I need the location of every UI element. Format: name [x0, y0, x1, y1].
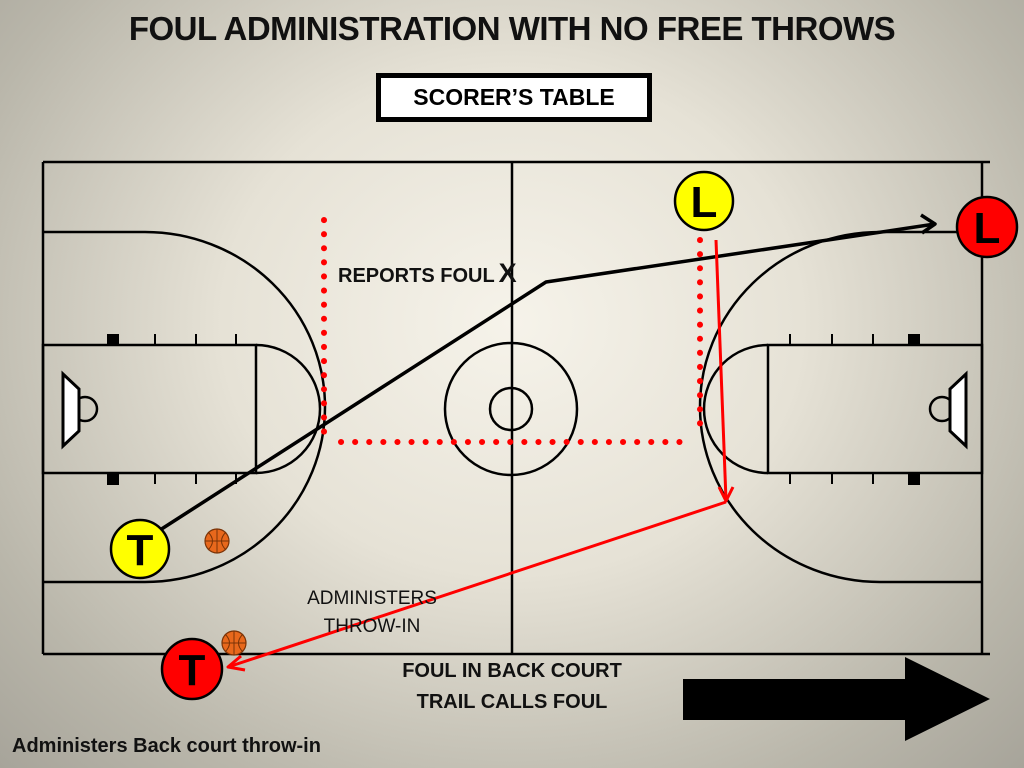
scorers-table-label: SCORER’S TABLE [381, 78, 647, 117]
lane-hash-marks [154, 334, 874, 484]
three-point-arc-left [144, 230, 327, 584]
foul-caption: FOUL IN BACK COURT TRAIL CALLS FOUL [372, 656, 652, 718]
three-point-arc-right [698, 230, 881, 584]
backboard-left [61, 370, 81, 450]
backboard-right [948, 370, 968, 450]
lead-movement-path [159, 213, 937, 532]
foul-caption-line-1: FOUL IN BACK COURT [402, 660, 622, 682]
free-throw-circle-left [255, 343, 322, 475]
arrow-right-icon [683, 657, 990, 741]
lane-blocks [107, 334, 920, 485]
svg-text:T: T [179, 646, 206, 695]
free-throw-lane-right [766, 343, 984, 475]
slide-title: FOUL ADMINISTRATION WITH NO FREE THROWS [128, 10, 896, 47]
administers-line-2: THROW-IN [323, 616, 421, 637]
scorers-table-box: SCORER’S TABLE [376, 73, 652, 122]
svg-text:T: T [127, 526, 154, 575]
svg-text:L: L [974, 204, 1001, 253]
free-throw-circle-right [702, 343, 769, 475]
basketball-icon [204, 528, 230, 554]
reports-foul-text: REPORTS FOUL [338, 265, 495, 287]
basketball-icon [221, 630, 247, 656]
dotted-coverage-area [321, 217, 703, 445]
bottom-note: Administers Back court throw-in [12, 735, 321, 757]
center-circle [443, 341, 579, 477]
foul-caption-line-2: TRAIL CALLS FOUL [416, 691, 608, 713]
center-circle-inner [488, 386, 534, 432]
official-trail-start-icon: T [109, 518, 171, 580]
trail-movement-path [226, 239, 735, 672]
basketball-court [41, 160, 990, 656]
foul-spot-x: X [498, 258, 517, 288]
official-lead-start-icon: L [673, 170, 735, 232]
svg-text:L: L [691, 178, 718, 227]
official-lead-end-icon: L [955, 195, 1019, 259]
free-throw-lane-left [41, 343, 258, 475]
official-trail-end-icon: T [160, 637, 224, 701]
administers-line-1: ADMINISTERS [307, 588, 437, 609]
administers-throw-in-label: ADMINISTERS THROW-IN [292, 585, 452, 641]
